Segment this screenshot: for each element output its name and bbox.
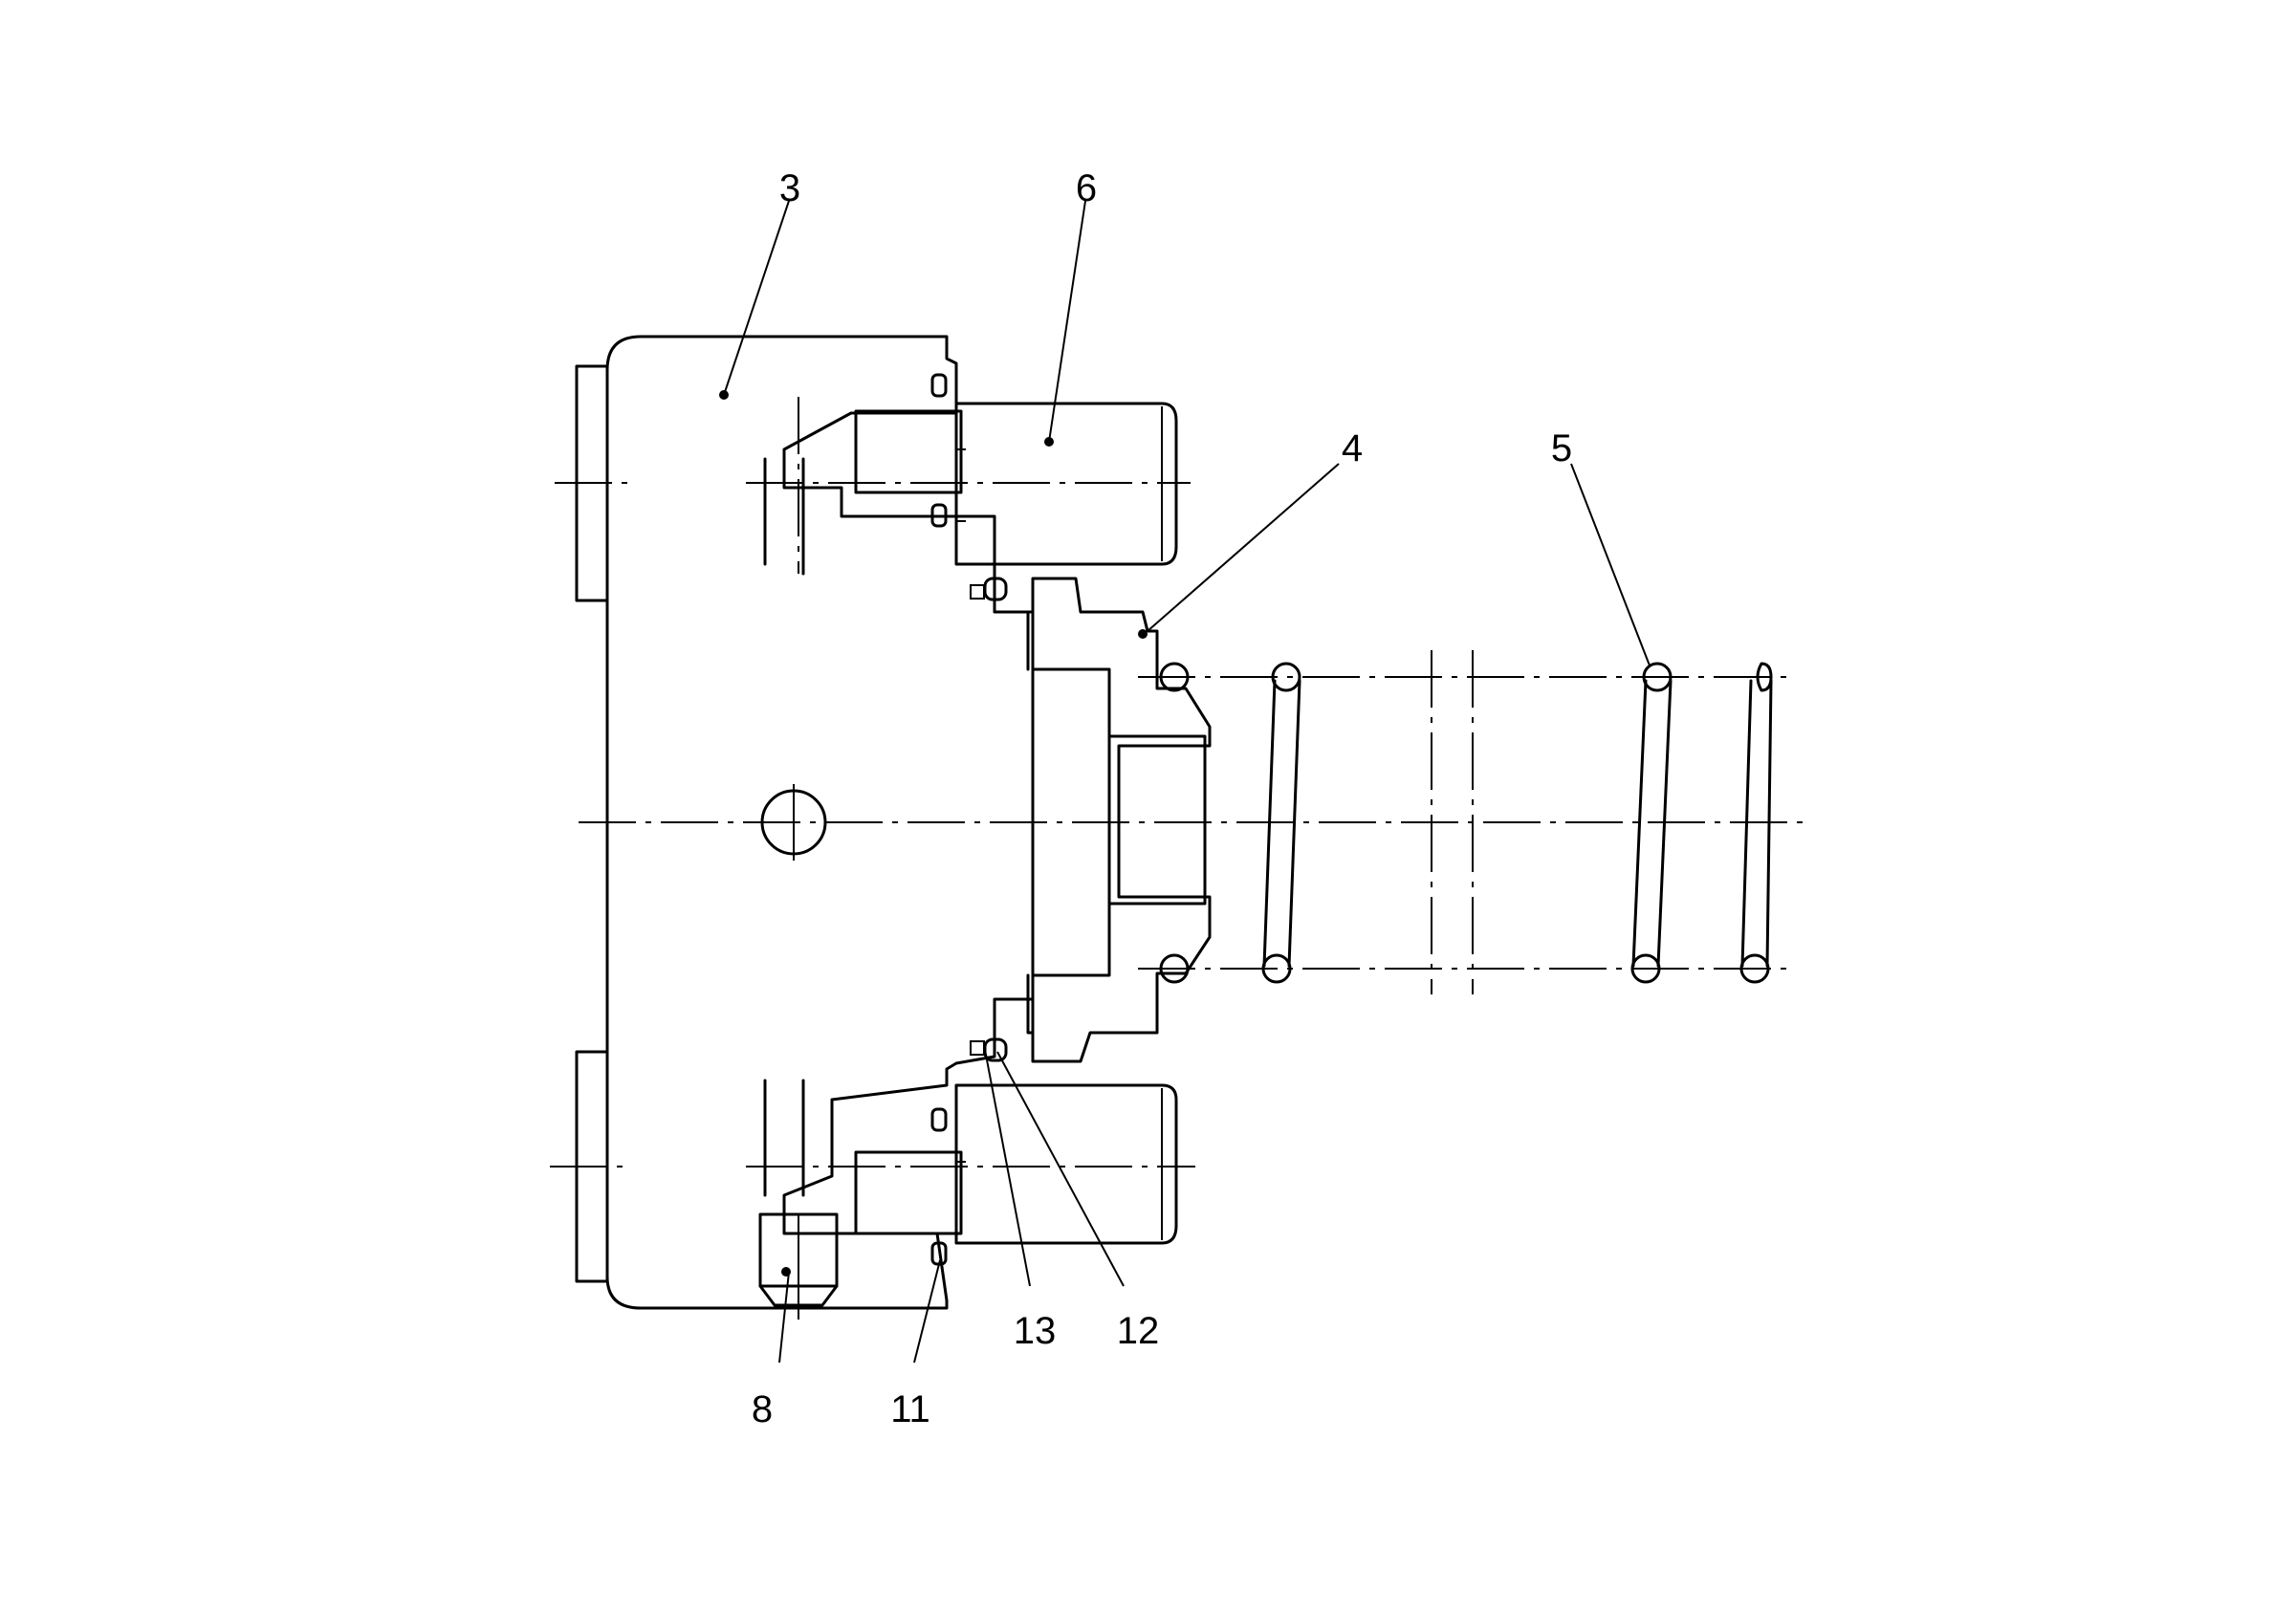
callout-6: 6: [1076, 167, 1097, 209]
callout-4: 4: [1342, 427, 1363, 469]
leaders: [719, 200, 1651, 1364]
plug-screw: [758, 1212, 839, 1320]
centre-lines: [550, 397, 1807, 1168]
o-rings: [930, 373, 1008, 1266]
spring-seat-section: [1031, 577, 1212, 1063]
callouts: 3 6 4 5 8 11 13 12: [752, 167, 1572, 1430]
callout-5: 5: [1551, 427, 1572, 469]
callout-8: 8: [752, 1388, 773, 1430]
housing-section: [605, 335, 1035, 1310]
bolt-bottom: [854, 1083, 1178, 1245]
callout-13: 13: [1014, 1310, 1057, 1352]
callout-3: 3: [779, 167, 800, 209]
callout-11: 11: [890, 1388, 930, 1430]
spring-seat: [1026, 577, 1212, 1063]
callout-12: 12: [1117, 1310, 1160, 1352]
